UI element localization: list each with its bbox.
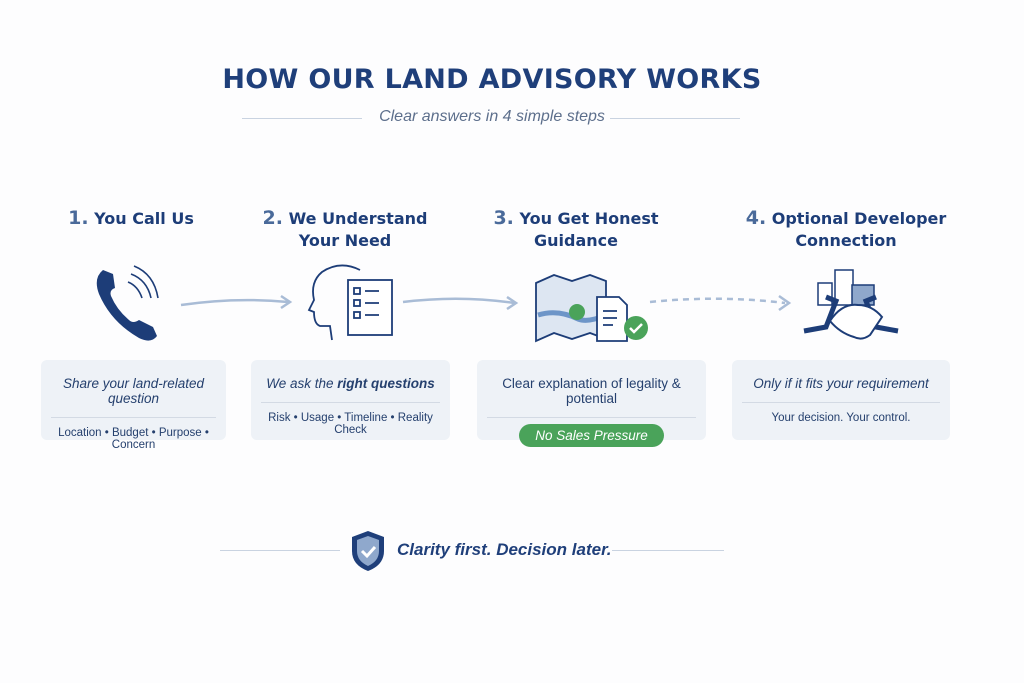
- step-title-text: You Call Us: [94, 209, 194, 228]
- card-main-text: Only if it fits your requirement: [753, 376, 929, 391]
- card-main-text: We ask the right questions: [251, 376, 450, 391]
- phone-icon: [96, 265, 159, 341]
- no-sales-pressure-badge: No Sales Pressure: [519, 424, 664, 447]
- step-number: 2.: [262, 207, 283, 229]
- card-main-bold: right questions: [337, 376, 435, 391]
- step-number: 4.: [745, 207, 767, 229]
- step-3-title: 3. You Get Honest Guidance: [466, 207, 686, 252]
- step-number: 3.: [493, 207, 514, 229]
- card-divider: [261, 402, 440, 403]
- card-main-text: Clear explanation of legality & potentia…: [502, 376, 681, 406]
- icons-layer: [96, 264, 899, 343]
- step-title-text: Connection: [795, 231, 897, 250]
- step-3-card: Clear explanation of legality & potentia…: [477, 360, 706, 447]
- step-title-text: Your Need: [298, 231, 392, 250]
- step-1-title: 1. You Call Us: [31, 207, 231, 230]
- step-2-card: We ask the right questions Risk • Usage …: [251, 360, 450, 440]
- card-main-prefix: We ask the: [266, 376, 338, 391]
- card-divider: [487, 417, 696, 418]
- step-4-title: 4. Optional Developer Connection: [726, 207, 966, 252]
- map-document-check-icon: [535, 274, 648, 343]
- shield-check-icon: [352, 531, 384, 571]
- card-main-text: Share your land-related question: [62, 376, 205, 406]
- step-number: 1.: [68, 207, 89, 229]
- step-title-text: Guidance: [534, 231, 618, 250]
- arrow-3-4-dashed: [649, 294, 792, 312]
- arrow-1-2: [180, 294, 293, 310]
- step-4-card: Only if it fits your requirement Your de…: [732, 360, 950, 440]
- subtitle-rule-left: [242, 118, 362, 119]
- step-title-text: You Get Honest: [519, 209, 659, 228]
- card-sub-text: Location • Budget • Purpose • Concern: [58, 427, 209, 451]
- card-divider: [51, 417, 216, 418]
- footer-rule-left: [220, 550, 340, 551]
- step-title-text: We Understand: [288, 209, 428, 228]
- card-sub-text: Your decision. Your control.: [771, 412, 911, 424]
- arrow-2-3: [402, 295, 519, 311]
- page-subtitle: Clear answers in 4 simple steps: [379, 108, 605, 125]
- step-title-text: Optional Developer: [771, 209, 947, 228]
- footer-tagline: Clarity first. Decision later.: [397, 540, 612, 559]
- card-sub-text: Risk • Usage • Timeline • Reality Check: [268, 412, 433, 436]
- footer-rule-right: [612, 550, 724, 551]
- head-checklist-icon: [307, 264, 393, 341]
- page-title: HOW OUR LAND ADVISORY WORKS: [222, 64, 762, 95]
- card-divider: [742, 402, 940, 403]
- step-1-card: Share your land-related question Locatio…: [41, 360, 226, 451]
- step-2-title: 2. We Understand Your Need: [235, 207, 455, 252]
- subtitle-rule-right: [610, 118, 740, 119]
- handshake-buildings-icon: [803, 269, 899, 340]
